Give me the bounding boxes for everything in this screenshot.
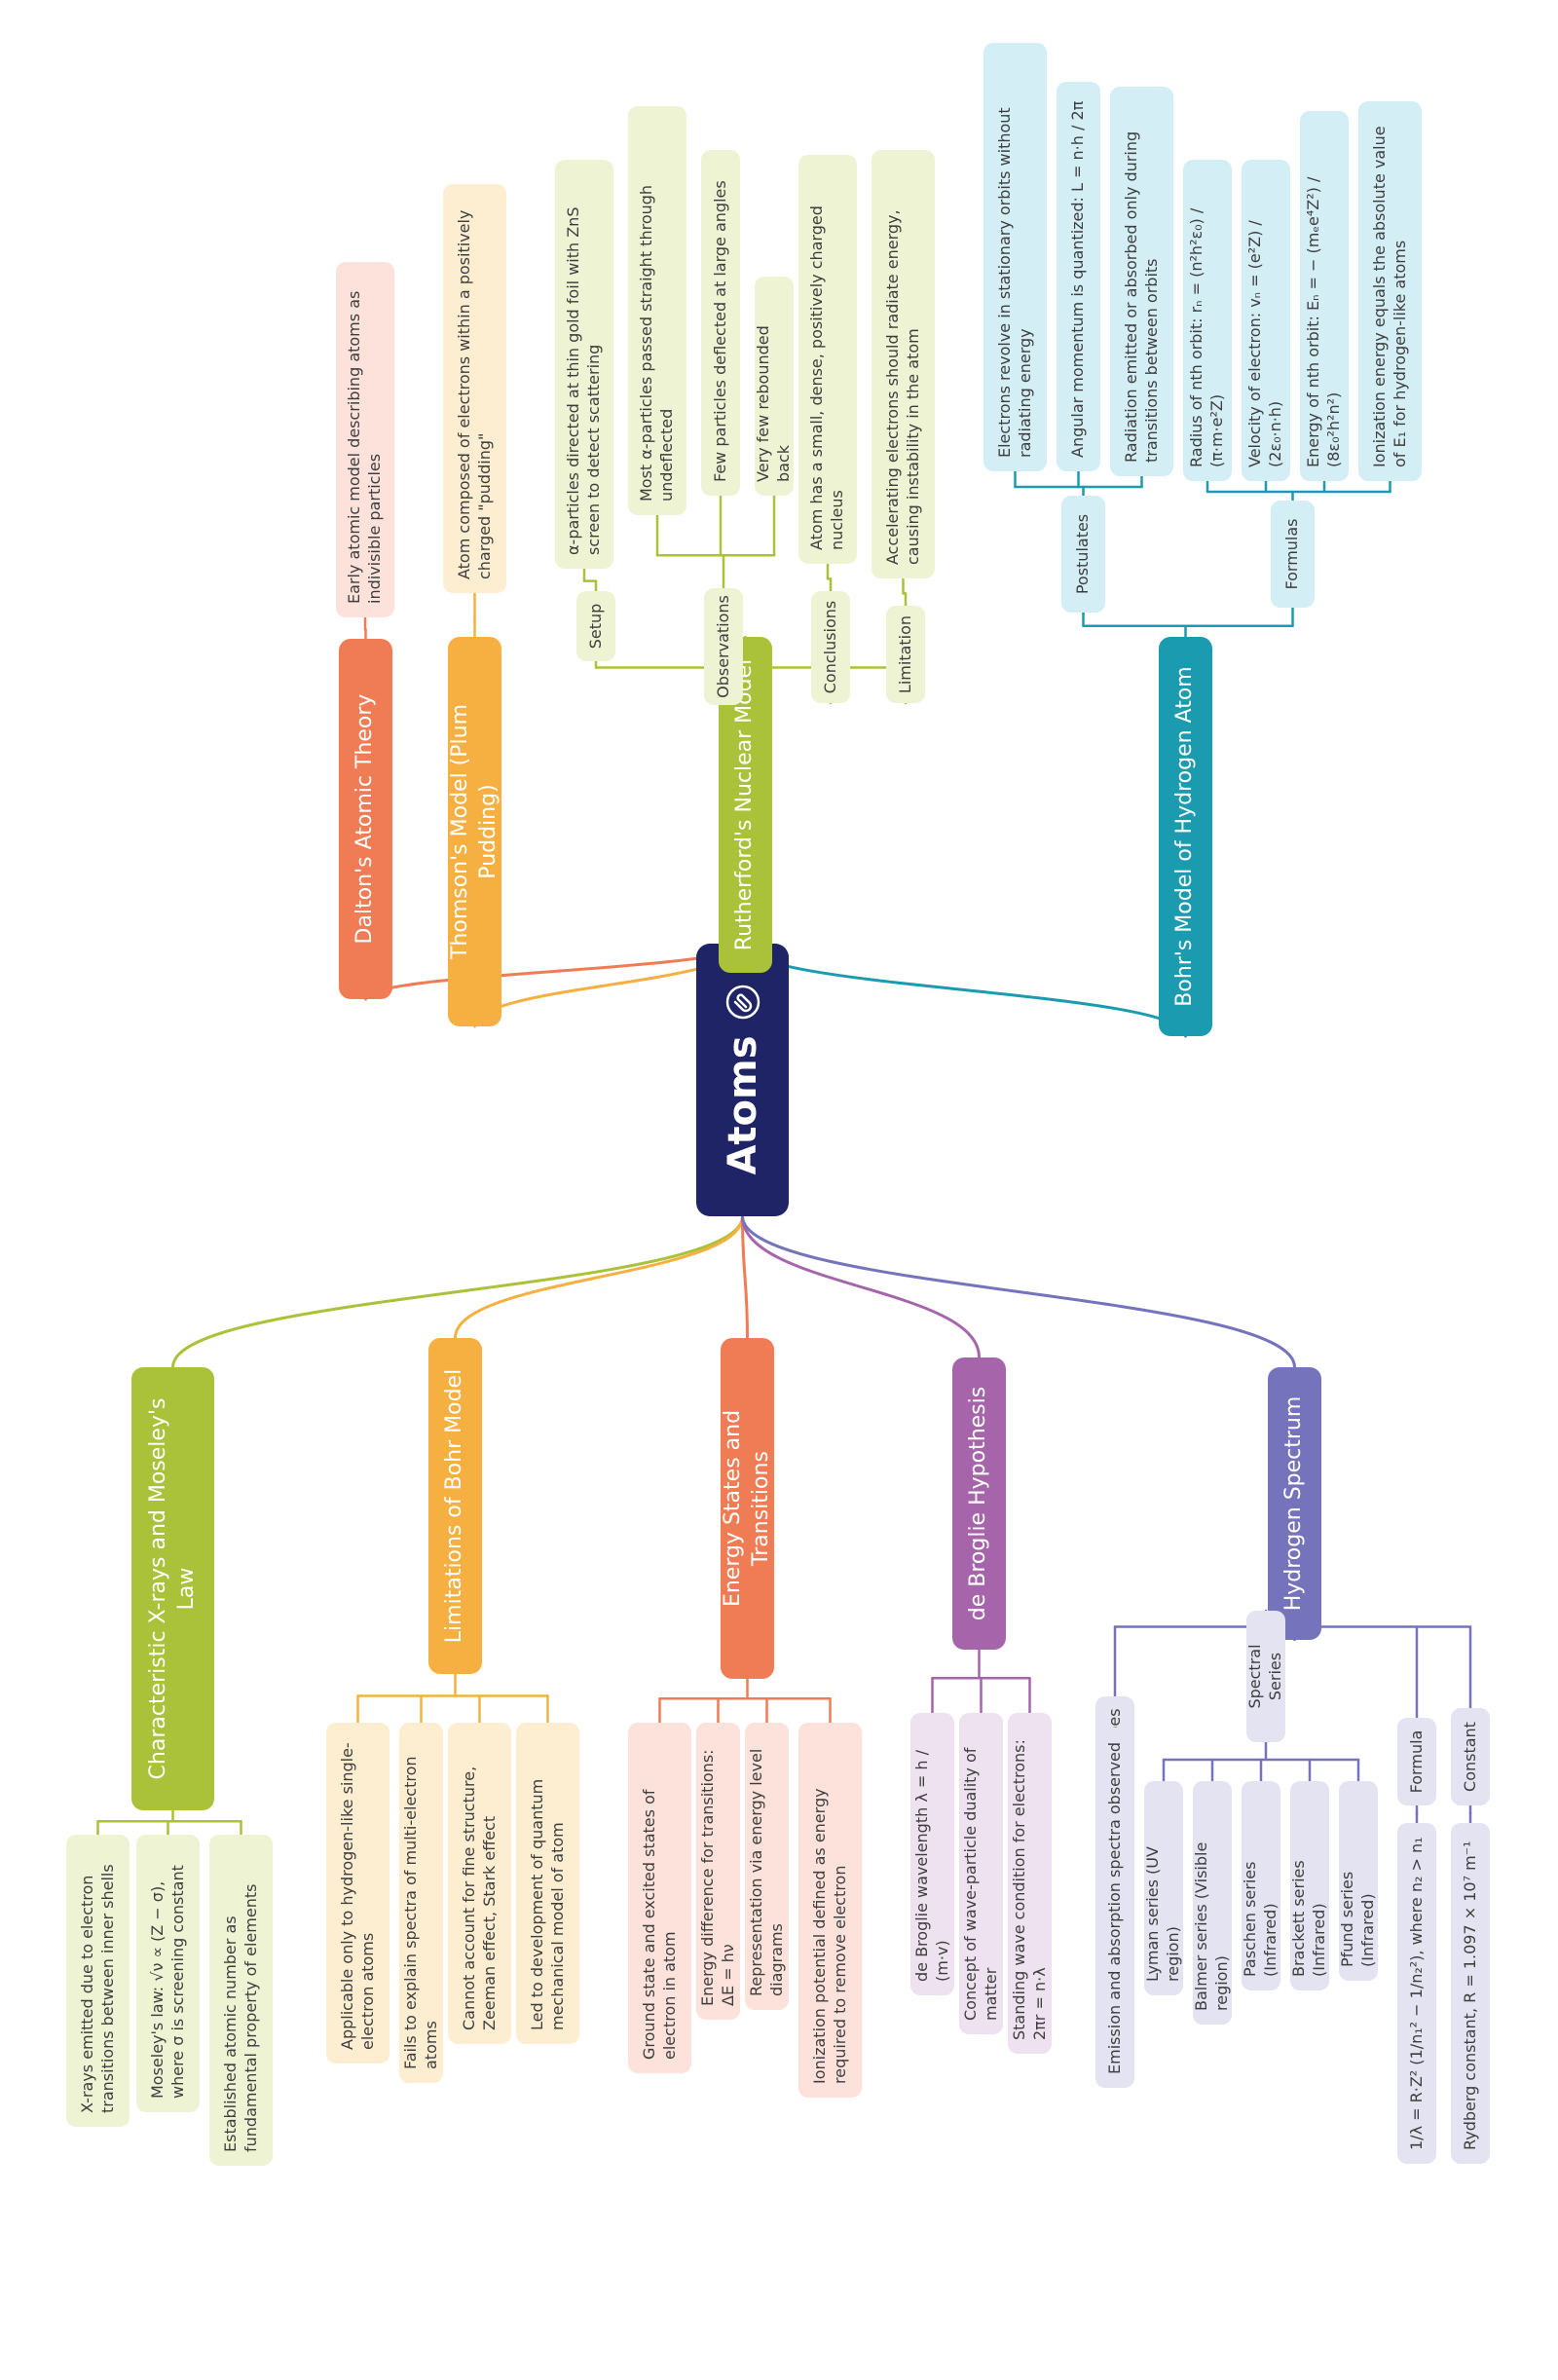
rutherford-obs-leaf-1: Most α-particles passed straight through… [628, 106, 686, 515]
branch-bohr-label: Bohr's Model of Hydrogen Atom [1172, 666, 1198, 1007]
connector-line [741, 942, 1187, 1038]
bohr-formulas[interactable]: Formulas [1271, 501, 1315, 608]
bohr-form-leaf-4: Ionization energy equals the absolute va… [1358, 101, 1422, 481]
bohr-form-leaf-3: Energy of nth orbit: Eₙ = − (mₑe⁴Z²) / (… [1300, 111, 1349, 481]
rutherford-limit-leaf-1: Accelerating electrons should radiate en… [872, 150, 935, 578]
hydrogen-series-1: Lyman series (UV region) [1143, 1781, 1183, 1995]
branch-energy-label: Energy States and Transitions [720, 1409, 773, 1608]
branch-bohr[interactable]: Bohr's Model of Hydrogen Atom [1159, 637, 1212, 1036]
branch-limitations[interactable]: Limitations of Bohr Model [428, 1338, 482, 1674]
rutherford-setup[interactable]: Setup [576, 591, 615, 661]
branch-dalton[interactable]: Dalton's Atomic Theory [339, 639, 392, 999]
xrays-leaf-1: X-rays emitted due to electron transitio… [66, 1835, 130, 2127]
hydrogen-constant[interactable]: Constant [1451, 1708, 1490, 1805]
branch-xrays-label: Characteristic X-rays and Moseley's Law [145, 1397, 199, 1780]
rutherford-concl-leaf-1: Atom has a small, dense, positively char… [798, 155, 857, 564]
rutherford-obs-leaf-2: Few particles deflected at large angles [701, 150, 740, 496]
rutherford-obs-leaf-3: Very few rebounded back [754, 277, 794, 496]
paperclip-icon [725, 985, 760, 1020]
rutherford-limitation[interactable]: Limitation [886, 606, 925, 703]
xrays-leaf-2: Moseley's law: √ν ∝ (Z − σ), where σ is … [136, 1835, 200, 2112]
branch-thomson[interactable]: Thomson's Model (Plum Pudding) [448, 637, 501, 1026]
debroglie-leaf-1: de Broglie wavelength λ = h / (m·v) [910, 1713, 954, 1995]
connector-line [454, 1214, 744, 1340]
rutherford-observations[interactable]: Observations [704, 588, 743, 705]
rutherford-setup-leaf-1: α-particles directed at thin gold foil w… [555, 160, 613, 569]
connector-line [741, 1214, 1296, 1369]
hydrogen-spectral[interactable]: Spectral Series [1245, 1611, 1285, 1742]
hydrogen-constant-leaf-1: Rydberg constant, R = 1.097 × 10⁷ m⁻¹ [1451, 1823, 1490, 2164]
thomson-leaf-1: Atom composed of electrons within a posi… [443, 184, 506, 593]
bohr-form-leaf-1: Radius of nth orbit: rₙ = (n²h²ε₀) / (π·… [1183, 160, 1232, 481]
hydrogen-types-leaf-1: Emission and absorption spectra observed [1095, 1728, 1134, 2088]
branch-xrays[interactable]: Characteristic X-rays and Moseley's Law [131, 1367, 214, 1810]
rutherford-conclusions[interactable]: Conclusions [811, 591, 850, 703]
connector-line [741, 1214, 981, 1359]
bohr-form-leaf-2: Velocity of electron: vₙ = (e²Z) / (2ε₀·… [1242, 160, 1290, 481]
energy-leaf-4: Ionization potential defined as energy r… [798, 1723, 862, 2098]
limit-leaf-4: Led to development of quantum mechanical… [516, 1723, 579, 2044]
bohr-post-leaf-2: Angular momentum is quantized: L = n·h /… [1057, 82, 1100, 471]
bohr-post-leaf-1: Electrons revolve in stationary orbits w… [983, 43, 1047, 471]
connector-line [741, 1214, 749, 1340]
xrays-leaf-3: Established atomic number as fundamental… [209, 1835, 273, 2166]
branch-thomson-label: Thomson's Model (Plum Pudding) [447, 703, 501, 960]
branch-energy[interactable]: Energy States and Transitions [721, 1338, 774, 1679]
branch-hydrogen[interactable]: Hydrogen Spectrum [1268, 1367, 1321, 1640]
hydrogen-formula-leaf-1: 1/λ = R·Z² (1/n₁² − 1/n₂²), where n₂ > n… [1397, 1823, 1436, 2164]
branch-hydrogen-label: Hydrogen Spectrum [1281, 1395, 1307, 1612]
branch-debroglie-label: de Broglie Hypothesis [966, 1386, 991, 1621]
bohr-post-leaf-3: Radiation emitted or absorbed only durin… [1110, 87, 1173, 476]
energy-leaf-3: Representation via energy level diagrams [745, 1723, 789, 2010]
center-node[interactable]: Atoms [696, 944, 789, 1216]
hydrogen-formula[interactable]: Formula [1397, 1718, 1436, 1805]
hydrogen-series-3: Paschen series (Infrared) [1241, 1781, 1280, 1990]
dalton-leaf-1: Early atomic model describing atoms as i… [336, 262, 394, 617]
hydrogen-series-4: Brackett series (Infrared) [1289, 1781, 1329, 1990]
hydrogen-series-2: Balmer series (Visible region) [1192, 1781, 1232, 2025]
branch-limitations-label: Limitations of Bohr Model [442, 1368, 467, 1644]
center-label: Atoms [720, 1035, 765, 1175]
debroglie-leaf-3: Standing wave condition for electrons: 2… [1008, 1713, 1052, 2054]
branch-dalton-label: Dalton's Atomic Theory [352, 693, 378, 945]
limit-leaf-2: Fails to explain spectra of multi-electr… [399, 1723, 443, 2083]
hydrogen-series-5: Pfund series (Infrared) [1338, 1781, 1378, 1981]
branch-debroglie[interactable]: de Broglie Hypothesis [952, 1357, 1006, 1650]
connector-line [171, 1214, 744, 1369]
limit-leaf-3: Cannot account for fine structure, Zeema… [448, 1723, 511, 2044]
limit-leaf-1: Applicable only to hydrogen-like single-… [326, 1723, 390, 2064]
debroglie-leaf-2: Concept of wave-particle duality of matt… [959, 1713, 1003, 2034]
energy-leaf-2: Energy difference for transitions: ΔE = … [696, 1723, 740, 2020]
bohr-postulates[interactable]: Postulates [1061, 496, 1105, 613]
energy-leaf-1: Ground state and excited states of elect… [628, 1723, 691, 2073]
